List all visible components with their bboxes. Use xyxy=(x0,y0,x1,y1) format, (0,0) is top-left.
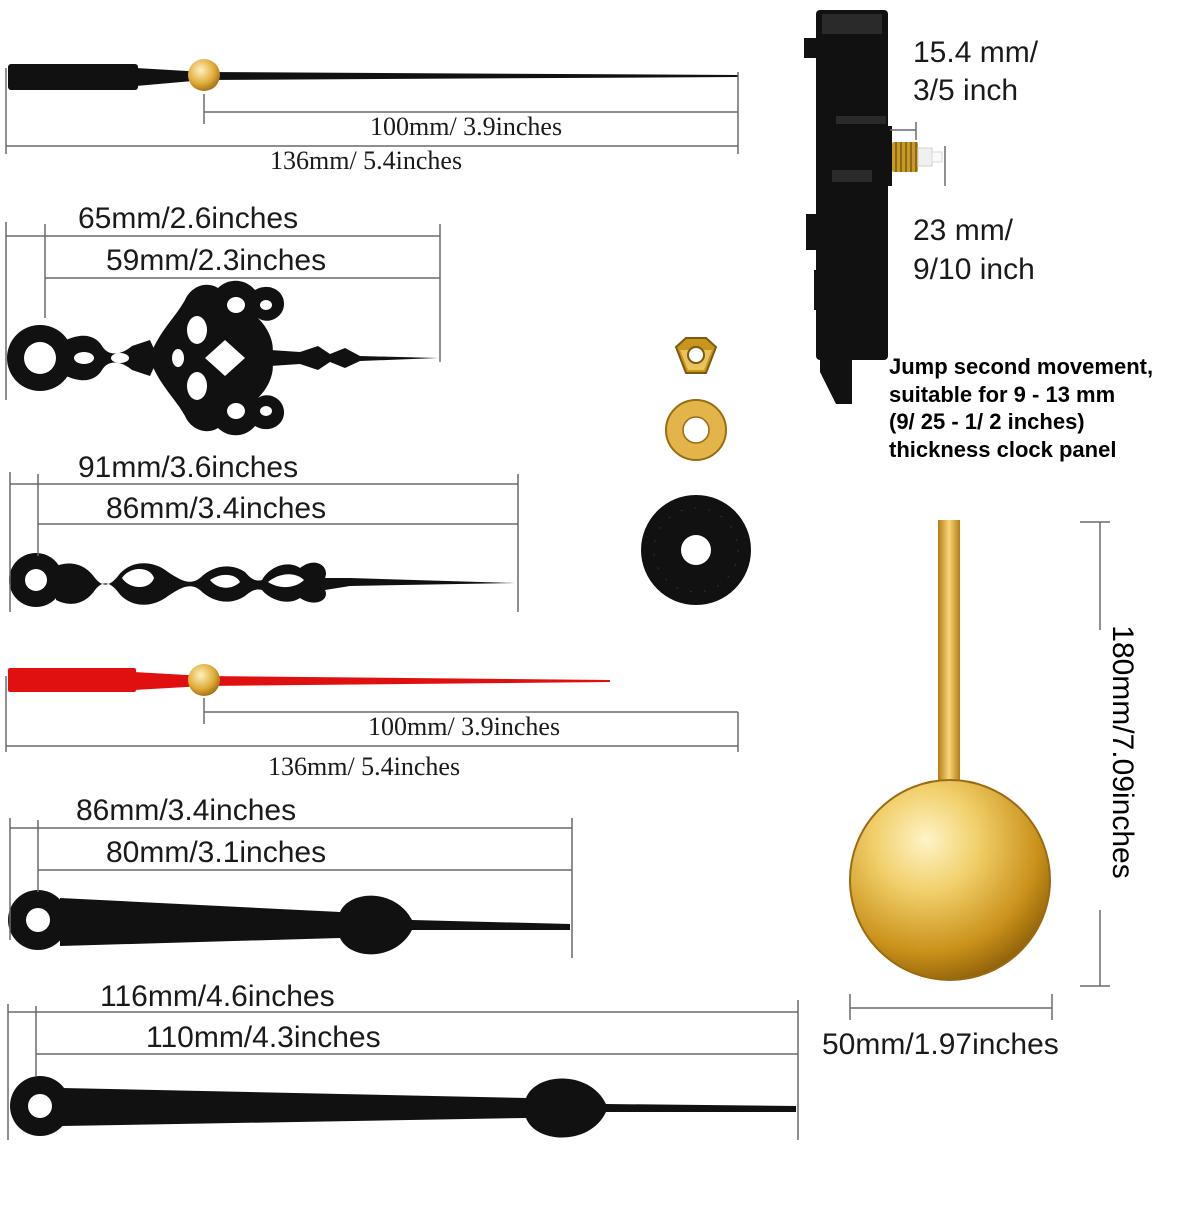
movement-note-line: thickness clock panel xyxy=(889,436,1117,462)
second-hand-red-inner-length: 100mm/ 3.9inches xyxy=(368,712,561,741)
second-hand-tail xyxy=(8,668,136,692)
plain-hour-hand-inner-length: 80mm/3.1inches xyxy=(106,836,327,869)
dimension-lines-3 xyxy=(9,472,519,612)
dimension-lines-1 xyxy=(5,68,739,154)
second-hand-pointer xyxy=(134,672,610,690)
movement-depth-line2: 3/5 inch xyxy=(913,74,1019,107)
plain-hour-hand xyxy=(8,890,570,955)
ornate-minute-hand-outer-length: 91mm/3.6inches xyxy=(78,451,299,484)
ornate-hour-hand-cutouts xyxy=(24,297,272,419)
red-second-hand xyxy=(8,664,610,696)
brass-cap-icon xyxy=(188,59,220,91)
ornate-hour-hand-inner-length: 59mm/2.3inches xyxy=(106,244,327,277)
plain-hour-hand-hole xyxy=(26,908,50,932)
ornate-minute-hand xyxy=(9,553,515,607)
hex-nut-icon xyxy=(674,337,718,374)
clock-movement-side xyxy=(804,10,943,404)
plain-minute-hand-outer-length: 116mm/4.6inches xyxy=(100,980,335,1013)
second-hand-red-outer-length: 136mm/ 5.4inches xyxy=(268,752,461,781)
movement-shaft-line1: 23 mm/ xyxy=(913,214,1014,247)
second-hand-tail xyxy=(8,64,138,90)
pendulum-dimension-lines xyxy=(849,521,1110,1020)
dimension-lines-6 xyxy=(7,1000,799,1140)
second-hand-pointer xyxy=(136,68,738,86)
ornate-hour-hand-outer-length: 65mm/2.6inches xyxy=(78,202,299,235)
movement-dimension-lines xyxy=(890,122,946,186)
dimension-lines-5 xyxy=(9,818,573,958)
movement-note-line: Jump second movement, xyxy=(889,354,1154,379)
ornate-minute-hand-cutouts xyxy=(25,569,304,591)
movement-depth-line1: 15.4 mm/ xyxy=(913,36,1039,69)
movement-note: Jump second movement, suitable for 9 - 1… xyxy=(889,353,1194,463)
plain-minute-hand-inner-length: 110mm/4.3inches xyxy=(146,1021,381,1054)
movement-shaft-line2: 9/10 inch xyxy=(913,253,1035,286)
plain-minute-hand xyxy=(10,1076,796,1138)
black-second-hand xyxy=(8,59,738,91)
dimension-lines-2 xyxy=(5,222,441,400)
movement-note-line: (9/ 25 - 1/ 2 inches) xyxy=(889,409,1085,434)
pendulum-width: 50mm/1.97inches xyxy=(822,1028,1059,1061)
dimension-lines-4 xyxy=(5,676,739,752)
ornate-minute-hand-inner-length: 86mm/3.4inches xyxy=(106,492,327,525)
movement-note-line: suitable for 9 - 13 mm xyxy=(889,381,1116,407)
brass-washer-icon xyxy=(665,399,727,461)
pendulum-height: 180mm/7.09inches xyxy=(1106,625,1139,879)
second-hand-black-outer-length: 136mm/ 5.4inches xyxy=(270,146,463,175)
plain-minute-hand-hole xyxy=(28,1094,52,1118)
rubber-washer-icon xyxy=(641,495,751,605)
second-hand-black-inner-length: 100mm/ 3.9inches xyxy=(370,112,563,141)
plain-hour-hand-outer-length: 86mm/3.4inches xyxy=(76,794,297,827)
brass-cap-icon xyxy=(188,664,220,696)
pendulum xyxy=(849,520,1051,981)
